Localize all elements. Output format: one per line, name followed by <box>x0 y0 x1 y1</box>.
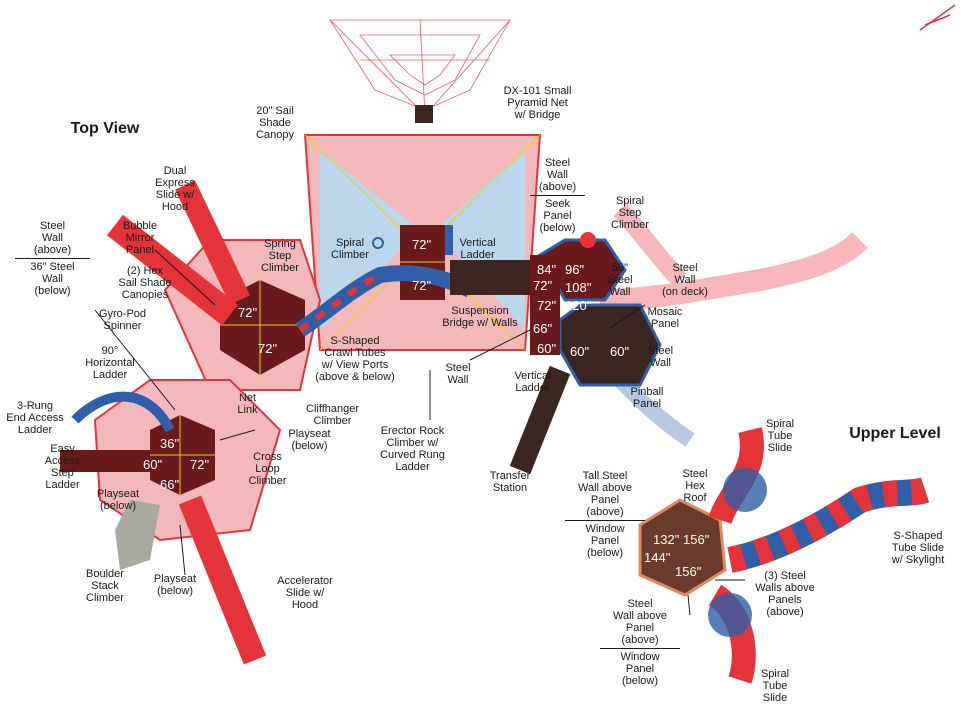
three-rung-label: 3-Rung End Access Ladder <box>6 400 64 436</box>
dual-express-label: Dual Express Slide w/ Hood <box>155 165 195 213</box>
deck-height: 72" <box>412 237 432 252</box>
upper-level-title: Upper Level <box>849 425 941 442</box>
north-arrow-icon <box>919 4 956 31</box>
boulder-stack-label: Boulder Stack Climber <box>86 568 124 604</box>
steel-wall-left-split: Steel Wall (above) 36" Steel Wall (below… <box>15 220 90 297</box>
steel-wall-deck-label: Steel Wall (on deck) <box>662 262 708 298</box>
boulder-stack <box>115 500 160 570</box>
accelerator-slide <box>178 495 267 665</box>
mosaic-panel-label: Mosaic Panel <box>647 306 683 330</box>
deck-height: 60" <box>143 457 163 472</box>
s-shaped-crawl-label: S-Shaped Crawl Tubes w/ View Ports (abov… <box>315 335 395 383</box>
deck-height: 156" <box>683 532 710 547</box>
steel-wall-panel-below: Window Panel (below) <box>620 651 660 687</box>
spiral-climber-label: Spiral Climber <box>331 237 369 261</box>
deck-height: 72" <box>238 305 258 320</box>
spiral-step <box>580 232 596 248</box>
sail-shade-label: 20" Sail Shade Canopy <box>256 105 294 141</box>
step-ladder <box>60 450 150 472</box>
three-steel-walls-label: (3) Steel Walls above Panels (above) <box>755 570 815 618</box>
transfer-station <box>509 365 571 475</box>
net-link-label: Net Link <box>237 392 258 416</box>
accelerator-label: Accelerator Slide w/ Hood <box>277 575 333 611</box>
deck-height: 120" <box>565 298 592 313</box>
deck-height: 72" <box>190 457 210 472</box>
deck-height: 60" <box>610 344 630 359</box>
top-view-title: Top View <box>70 120 140 137</box>
deck-height: 60" <box>537 341 557 356</box>
steel-wall-mid-label: Steel Wall <box>445 362 471 386</box>
s-shaped-tube-label: S-Shaped Tube Slide w/ Skylight <box>891 530 945 566</box>
tall-steel-wall-below: Window Panel (below) <box>585 523 625 559</box>
right-hex-deck-upper <box>537 238 627 302</box>
deck-height: 132" <box>653 532 680 547</box>
steel-wall-seek-split: Steel Wall (above) Seek Panel (below) <box>530 157 585 234</box>
deck-height: 108" <box>565 280 592 295</box>
suspension-bridge-label: Suspension Bridge w/ Walls <box>442 305 518 329</box>
left-hex-deck <box>220 280 305 375</box>
horizontal-ladder-label: 90° Horizontal Ladder <box>85 345 135 381</box>
playseat-left-label: Playseat (below) <box>96 488 140 512</box>
vertical-ladder-top-label: Vertical Ladder <box>459 237 496 261</box>
deck-height: 36" <box>160 436 180 451</box>
steel-wall-seek-above: Steel Wall (above) <box>530 157 585 196</box>
bubble-mirror-label: Bubble Mirror Panel <box>122 220 158 256</box>
deck-height: 60" <box>570 344 590 359</box>
deck-height: 96" <box>565 262 585 277</box>
cross-loop-label: Cross Loop Climber <box>248 451 287 487</box>
deck-height: 66" <box>533 321 553 336</box>
playseat-right-label: Playseat (below) <box>288 428 331 452</box>
top-shade-left <box>320 150 420 330</box>
tall-steel-wall-split: Tall Steel Wall above Panel (above) Wind… <box>565 470 645 559</box>
spiral-step-label: Spiral Step Climber <box>611 195 649 231</box>
spiral-climber-icon <box>372 237 384 249</box>
spiral-tube-top-label: Spiral Tube Slide <box>765 418 795 454</box>
dx101-label: DX-101 Small Pyramid Net w/ Bridge <box>503 85 572 121</box>
deck-height: 144" <box>644 550 671 565</box>
steel-wall-55-label: 55" Steel Wall <box>607 262 633 298</box>
erector-rock-label: Erector Rock Climber w/ Curved Rung Ladd… <box>380 425 445 473</box>
suspension-bridge <box>450 260 530 295</box>
dual-express-slide-b <box>175 180 250 305</box>
gyro-pod-label: Gyro-Pod Spinner <box>98 308 147 332</box>
steel-hex-roof-label: Steel Hex Roof <box>682 468 708 504</box>
steel-wall-left-above: Steel Wall (above) <box>15 220 90 259</box>
pyramid-net <box>329 19 511 116</box>
deck-height: 66" <box>160 477 180 492</box>
deck-height: 84" <box>537 262 557 277</box>
cliffhanger-label: Cliffhanger Climber <box>306 403 359 427</box>
upper-hex-deck <box>638 498 727 597</box>
vertical-ladder-mid-label: Vertical Ladder <box>514 370 551 394</box>
pinball-panel-label: Pinball Panel <box>630 386 664 410</box>
dual-express-slide <box>106 214 239 326</box>
easy-access-label: Easy Access Step Ladder <box>44 443 81 491</box>
transfer-station-label: Transfer Station <box>489 470 531 494</box>
horizontal-ladder <box>71 391 175 433</box>
deck-height: 156" <box>675 564 702 579</box>
net-apex <box>415 105 433 123</box>
tall-steel-wall-above: Tall Steel Wall above Panel (above) <box>565 470 645 521</box>
steel-wall-seek-below: Seek Panel (below) <box>539 198 576 234</box>
deck-height: 72" <box>258 341 278 356</box>
steel-wall-left-below: 36" Steel Wall (below) <box>30 261 75 297</box>
steel-wall-panel-above: Steel Wall above Panel (above) <box>600 598 680 649</box>
deck-height: 72" <box>533 278 553 293</box>
steel-wall-right-label: Steel Wall <box>647 345 674 369</box>
right-hex-deck-lower <box>558 303 662 387</box>
playseat-bottom-label: Playseat (below) <box>153 573 197 597</box>
deck-height: 72" <box>537 298 557 313</box>
crawl-tube <box>295 265 474 337</box>
deck-height: 72" <box>412 278 432 293</box>
hex-sail-label: (2) Hex Sail Shade Canopies <box>118 265 172 301</box>
spring-step-label: Spring Step Climber <box>261 238 299 274</box>
steel-wall-panel-split: Steel Wall above Panel (above) Window Pa… <box>600 598 680 687</box>
spiral-tube-bottom-label: Spiral Tube Slide <box>760 668 790 704</box>
